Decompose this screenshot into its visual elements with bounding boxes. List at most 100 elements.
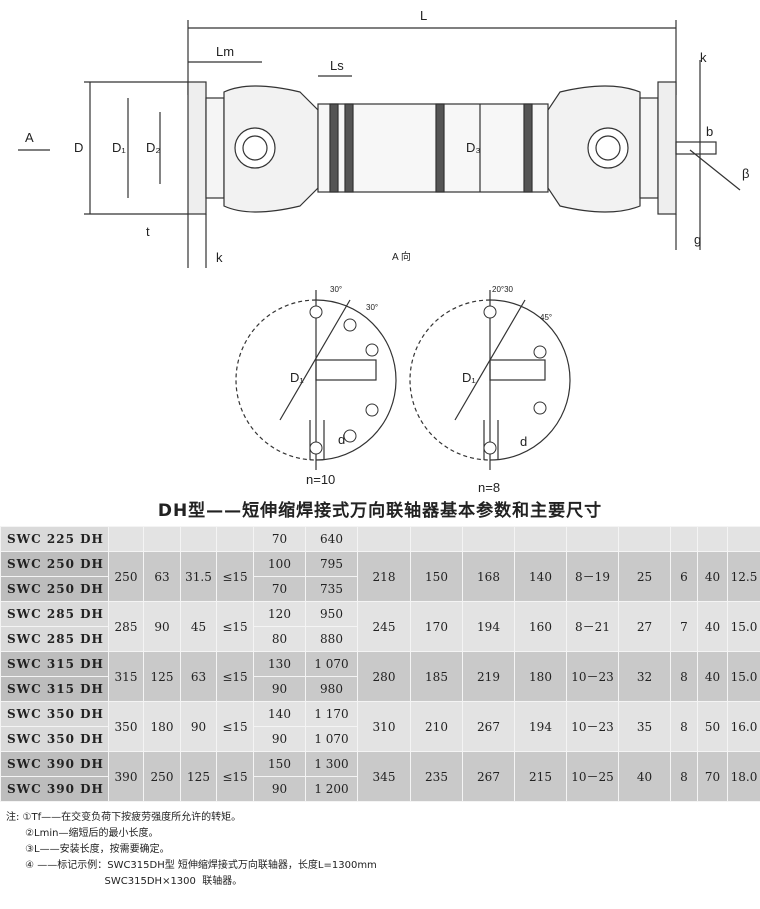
table-cell: 210 xyxy=(410,701,463,752)
model-cell: SWC 250 DH 1 xyxy=(0,551,109,577)
table-cell: 350 xyxy=(108,701,144,752)
note-4: ④ ——标记示例：SWC315DH型 短伸缩焊接式万向联轴器，长度L=1300m… xyxy=(6,860,377,871)
table-cell xyxy=(697,526,728,552)
table-cell: 8－21 xyxy=(566,601,619,652)
table-cell: 194 xyxy=(514,701,567,752)
table-cell: 90 xyxy=(253,676,306,702)
table-cell: 267 xyxy=(462,701,515,752)
table-cell: 1 070 xyxy=(305,726,358,752)
flange10-angle2: 30° xyxy=(366,303,378,312)
table-cell: 1 170 xyxy=(305,701,358,727)
table-cell xyxy=(180,526,217,552)
table-cell: 140 xyxy=(514,551,567,602)
label-L: L xyxy=(420,8,427,23)
table-cell: 150 xyxy=(410,551,463,602)
label-beta: β xyxy=(742,166,749,181)
table-cell xyxy=(108,526,144,552)
table-cell: 10－23 xyxy=(566,701,619,752)
table-cell: 125 xyxy=(180,751,217,802)
table-cell: ≤15 xyxy=(216,651,254,702)
table-cell: 980 xyxy=(305,676,358,702)
table-cell: 795 xyxy=(305,551,358,577)
table-cell: ≤15 xyxy=(216,701,254,752)
table-cell: 90 xyxy=(253,726,306,752)
table-cell: 6 xyxy=(670,551,698,602)
table-cell: 215 xyxy=(514,751,567,802)
table-title: DH型——短伸缩焊接式万向联轴器基本参数和主要尺寸 xyxy=(157,501,603,521)
table-cell: 168 xyxy=(462,551,515,602)
table-cell: 170 xyxy=(410,601,463,652)
model-cell: SWC 285 DH 2 xyxy=(0,626,109,652)
table-cell: 80 xyxy=(253,626,306,652)
table-cell: 40 xyxy=(697,651,728,702)
table-cell: 180 xyxy=(514,651,567,702)
table-cell: 140 xyxy=(253,701,306,727)
table-cell: 315 xyxy=(108,651,144,702)
note-1: 注: ①Tf——在交变负荷下按疲劳强度所允许的转矩。 xyxy=(6,812,242,823)
table-cell: 45 xyxy=(180,601,217,652)
table-cell: 218 xyxy=(357,551,411,602)
label-k-top: k xyxy=(700,50,707,65)
table-cell xyxy=(410,526,463,552)
table-cell: 90 xyxy=(253,776,306,802)
table-cell: 18.0 xyxy=(727,751,760,802)
table-cell: 50 xyxy=(697,701,728,752)
table-cell xyxy=(727,526,760,552)
table-cell: 1 300 xyxy=(305,751,358,777)
table-cell: 310 xyxy=(357,701,411,752)
table-cell: 267 xyxy=(462,751,515,802)
label-t: t xyxy=(146,224,150,239)
table-cell: 250 xyxy=(143,751,181,802)
table-cell: ≤15 xyxy=(216,601,254,652)
label-D3: D₃ xyxy=(466,140,481,155)
table-cell: 40 xyxy=(697,551,728,602)
table-cell: ≤15 xyxy=(216,751,254,802)
coupling-drawing: L Lm Ls k A D D₁ D₂ D₃ b β t k g A 向 30°… xyxy=(18,8,749,495)
table-cell: 12.5 xyxy=(727,551,760,602)
table-cell: 70 xyxy=(253,526,306,552)
table-cell xyxy=(357,526,411,552)
label-b: b xyxy=(706,124,713,139)
flange8-D1: D₁ xyxy=(462,370,476,385)
table-cell: 130 xyxy=(253,651,306,677)
flange10-d: d xyxy=(338,432,345,447)
label-Lm: Lm xyxy=(216,44,234,59)
flange10-n: n=10 xyxy=(306,472,335,487)
table-cell: 63 xyxy=(180,651,217,702)
label-D1: D₁ xyxy=(112,140,126,155)
table-cell: 345 xyxy=(357,751,411,802)
label-Ls: Ls xyxy=(330,58,344,73)
model-cell: SWC 225 DH 2 xyxy=(0,526,109,552)
table-cell: 245 xyxy=(357,601,411,652)
label-D: D xyxy=(74,140,83,155)
table-cell: 35 xyxy=(618,701,671,752)
table-cell xyxy=(143,526,181,552)
table-cell: 70 xyxy=(253,576,306,602)
table-cell: 235 xyxy=(410,751,463,802)
table-cell: 27 xyxy=(618,601,671,652)
table-cell: 250 xyxy=(108,551,144,602)
label-k-bottom: k xyxy=(216,250,223,265)
table-cell: ≤15 xyxy=(216,551,254,602)
model-cell: SWC 315 DH 2 xyxy=(0,676,109,702)
table-cell: 185 xyxy=(410,651,463,702)
label-view-A: A 向 xyxy=(392,250,411,263)
table-cell: 100 xyxy=(253,551,306,577)
table-cell: 150 xyxy=(253,751,306,777)
model-cell: SWC 250 DH 2 xyxy=(0,576,109,602)
model-cell: SWC 350 DH 2 xyxy=(0,726,109,752)
table-cell: 70 xyxy=(697,751,728,802)
table-cell: 880 xyxy=(305,626,358,652)
flange8-angle2: 45° xyxy=(540,313,552,322)
model-cell: SWC 390 DH 1 xyxy=(0,751,109,777)
